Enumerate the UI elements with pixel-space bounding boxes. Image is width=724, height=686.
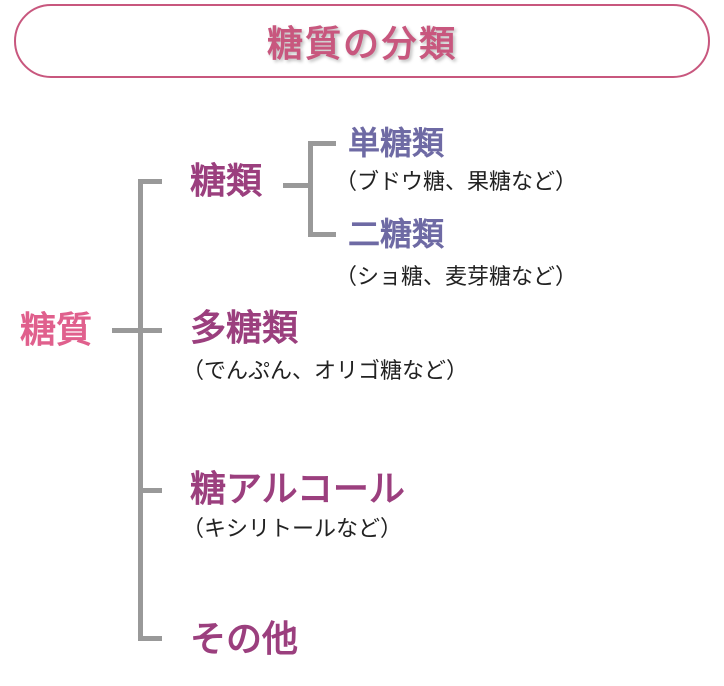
node-others: その他 xyxy=(190,619,299,660)
note-polysaccharides: （でんぷん、オリゴ糖など） xyxy=(182,359,469,384)
root-connector xyxy=(112,328,138,333)
diagram-title: 糖質の分類 xyxy=(266,24,457,65)
sub-trunk xyxy=(308,141,313,237)
main-trunk xyxy=(138,179,143,641)
tick-branch-sugars xyxy=(138,179,162,184)
tick-branch-others xyxy=(138,636,162,641)
tick-sub-mono xyxy=(308,141,336,146)
node-monosaccharides: 単糖類 xyxy=(348,124,445,162)
sugars-connector xyxy=(283,183,308,188)
tick-branch-sugar-alcohols xyxy=(138,488,162,493)
note-disaccharides: （ショ糖、麦芽糖など） xyxy=(335,265,578,290)
node-sugar-alcohols: 糖アルコール xyxy=(190,469,405,510)
note-monosaccharides: （ブドウ糖、果糖など） xyxy=(335,170,578,195)
node-carbohydrates: 糖質 xyxy=(20,310,93,351)
node-sugars: 糖類 xyxy=(190,161,263,202)
tick-sub-di xyxy=(308,232,336,237)
node-polysaccharides: 多糖類 xyxy=(190,308,299,349)
title-banner: 糖質の分類 xyxy=(14,4,710,78)
tick-branch-polysaccharides xyxy=(138,328,162,333)
node-disaccharides: 二糖類 xyxy=(348,215,445,253)
note-sugar-alcohols: （キシリトールなど） xyxy=(182,517,403,542)
